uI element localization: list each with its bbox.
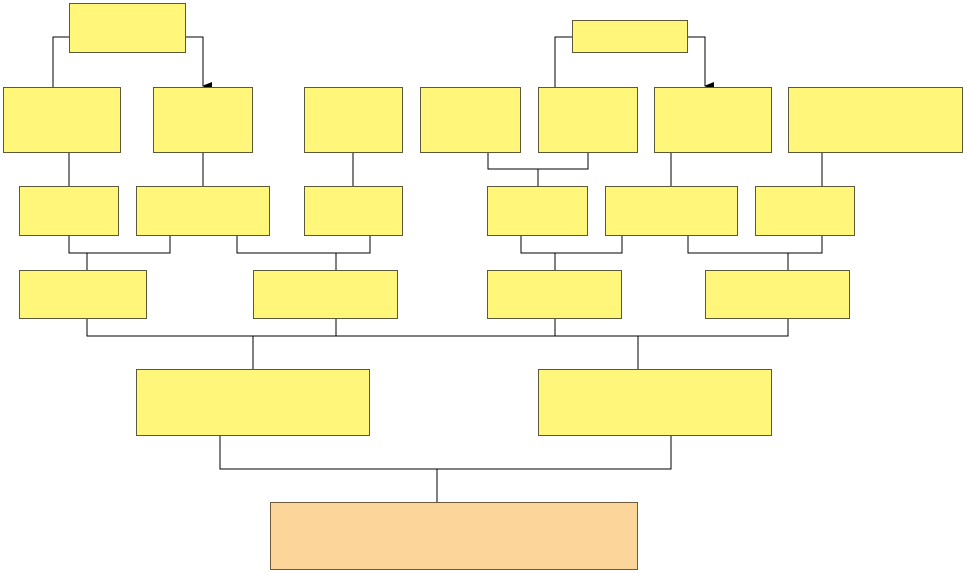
connector-top-right-to-r1-e: [554, 36, 572, 87]
arrow-top-left-to-r1-b: [186, 36, 212, 90]
box-r2-a: [19, 186, 119, 236]
box-r1-b: [153, 87, 253, 153]
box-r2-d: [487, 186, 588, 236]
connector-r2-d-e-to-r3-c: [520, 236, 623, 254]
box-r1-g: [788, 87, 963, 153]
box-top-right: [572, 20, 688, 53]
connector-r4-to-root: [219, 436, 672, 470]
box-r1-e: [538, 87, 638, 153]
box-r3-b: [253, 270, 398, 319]
box-r3-d: [705, 270, 850, 319]
connector-r3-to-r4: [86, 319, 789, 337]
box-top-left: [69, 3, 186, 53]
arrow-top-right-to-r1-f: [688, 36, 714, 90]
box-r4-b: [538, 369, 772, 436]
connector-r2-a-b-to-r3-a: [68, 236, 171, 254]
box-r2-e: [605, 186, 738, 236]
connector-r2-e-f-to-r3-d: [687, 236, 823, 254]
connector-r1-d-r1-e-r2-d: [487, 153, 589, 170]
box-r2-b: [136, 186, 270, 236]
connector-top-left-to-r1-a: [52, 36, 69, 87]
box-r3-c: [487, 270, 622, 319]
connector-r2-b-c-to-r3-b: [236, 236, 371, 254]
box-r2-c: [304, 186, 403, 236]
box-r1-d: [420, 87, 521, 153]
box-r1-c: [304, 87, 403, 153]
box-root: [270, 502, 638, 570]
box-r2-f: [755, 186, 855, 236]
box-r1-a: [3, 87, 121, 153]
box-r1-f: [654, 87, 772, 153]
box-r4-a: [136, 369, 370, 436]
box-r3-a: [19, 270, 147, 319]
